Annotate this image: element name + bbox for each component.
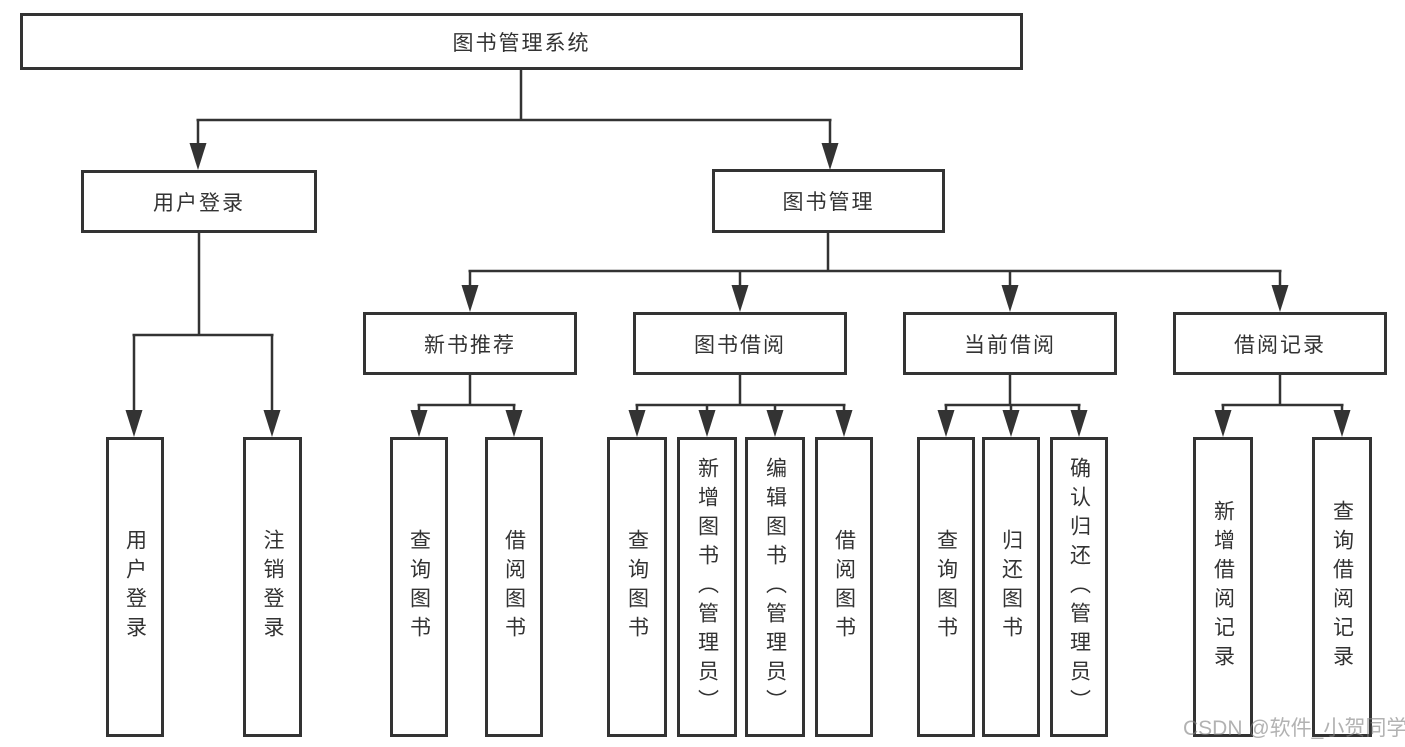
node-new-book-recommend: 新书推荐	[363, 312, 577, 375]
connector-book-management-children	[461, 233, 1289, 312]
root-node: 图书管理系统	[20, 13, 1023, 70]
leaf-add-borrow-record-label: 新增借阅记录	[1211, 500, 1235, 674]
leaf-query-borrow-record: 查询借阅记录	[1312, 437, 1372, 737]
leaf-return-book-label: 归还图书	[999, 529, 1023, 645]
leaf-query-books-borrowing-label: 查询图书	[625, 529, 649, 645]
connector-book-borrowing-children	[628, 375, 853, 437]
node-borrowing-records: 借阅记录	[1173, 312, 1387, 375]
leaf-add-book-admin: 新增图书（管理员）	[677, 437, 737, 737]
connector-current-borrowing-children	[937, 375, 1088, 437]
leaf-borrow-books-label: 借阅图书	[832, 529, 856, 645]
leaf-query-borrow-record-label: 查询借阅记录	[1330, 500, 1354, 674]
leaf-logout: 注销登录	[243, 437, 302, 737]
leaf-borrow-books: 借阅图书	[815, 437, 873, 737]
leaf-edit-book-admin-label: 编辑图书（管理员）	[763, 456, 787, 718]
leaf-logout-label: 注销登录	[261, 529, 284, 645]
connector-user-login-children	[125, 233, 281, 437]
leaf-borrow-books-recommend-label: 借阅图书	[502, 529, 526, 645]
node-book-borrowing: 图书借阅	[633, 312, 847, 375]
node-user-login-label: 用户登录	[153, 191, 245, 215]
leaf-add-borrow-record: 新增借阅记录	[1193, 437, 1253, 737]
node-book-management: 图书管理	[712, 169, 945, 233]
leaf-confirm-return-admin: 确认归还（管理员）	[1050, 437, 1108, 737]
node-current-borrowing: 当前借阅	[903, 312, 1117, 375]
node-book-management-label: 图书管理	[782, 191, 875, 214]
connector-borrowing-records-children	[1214, 375, 1351, 437]
leaf-edit-book-admin: 编辑图书（管理员）	[745, 437, 805, 737]
root-node-label: 图书管理系统	[452, 31, 591, 55]
leaf-query-books-recommend: 查询图书	[390, 437, 448, 737]
leaf-user-login-label: 用户登录	[123, 529, 147, 645]
leaf-return-book: 归还图书	[982, 437, 1040, 737]
leaf-query-books-current: 查询图书	[917, 437, 975, 737]
node-borrowing-records-label: 借阅记录	[1234, 333, 1326, 357]
node-book-borrowing-label: 图书借阅	[694, 333, 786, 357]
node-current-borrowing-label: 当前借阅	[964, 333, 1056, 357]
leaf-query-books-borrowing: 查询图书	[607, 437, 667, 737]
leaf-borrow-books-recommend: 借阅图书	[485, 437, 543, 737]
leaf-query-books-current-label: 查询图书	[934, 529, 958, 645]
node-user-login: 用户登录	[81, 170, 317, 233]
csdn-watermark: CSDN @软件_小贺同学	[1183, 717, 1405, 740]
connector-root-to-level2	[189, 70, 839, 170]
leaf-add-book-admin-label: 新增图书（管理员）	[695, 456, 719, 718]
leaf-query-books-recommend-label: 查询图书	[407, 529, 431, 645]
connector-new-book-recommend-children	[410, 375, 523, 437]
leaf-confirm-return-admin-label: 确认归还（管理员）	[1067, 456, 1091, 718]
node-new-book-recommend-label: 新书推荐	[424, 333, 516, 357]
leaf-user-login: 用户登录	[106, 437, 164, 737]
